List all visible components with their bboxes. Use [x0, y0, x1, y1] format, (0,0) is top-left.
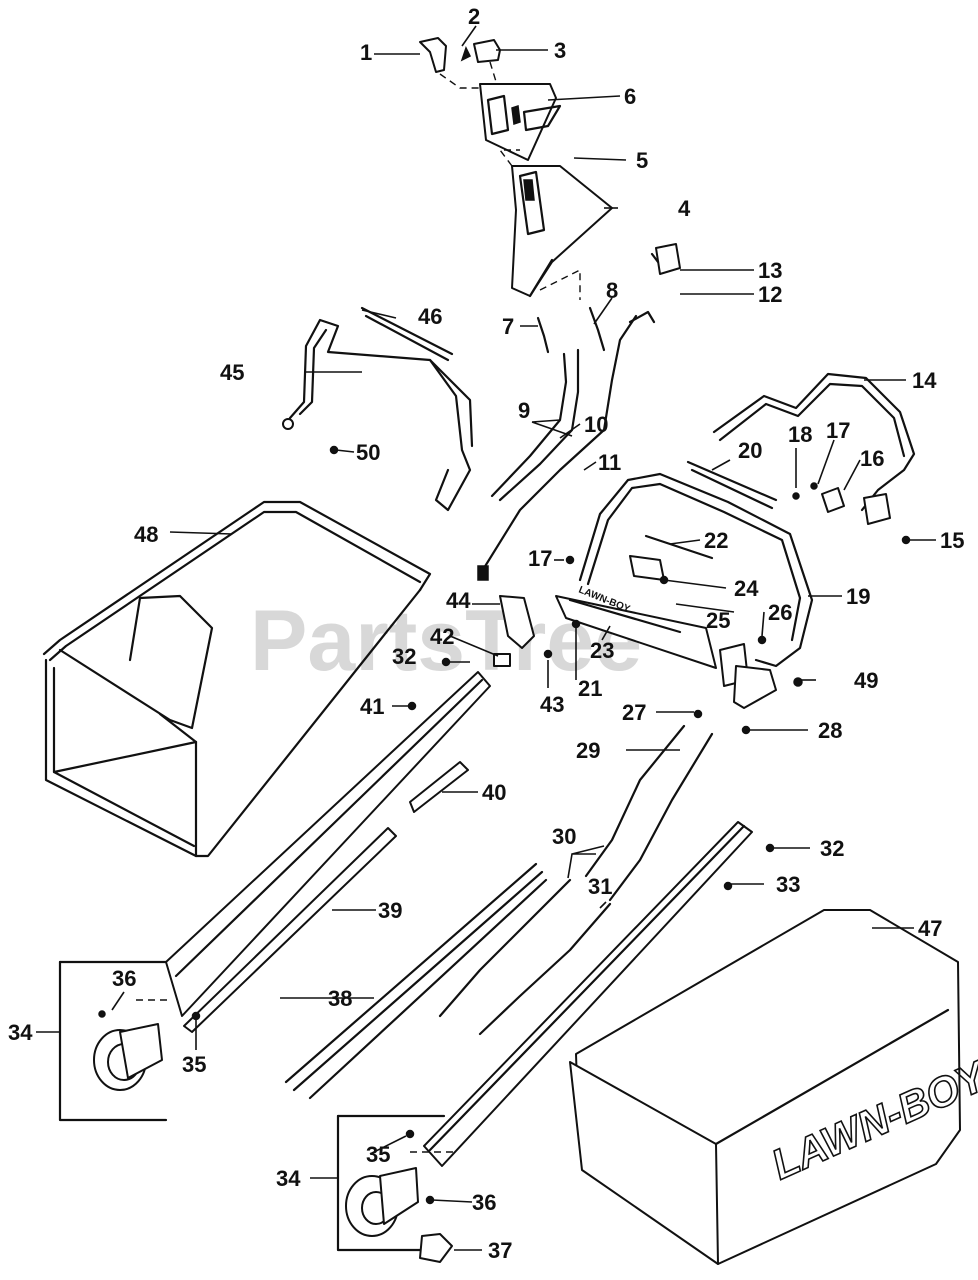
wheel-assembly-left	[58, 960, 170, 1122]
callout-47: 47	[918, 916, 942, 941]
bracket-44	[493, 595, 535, 667]
callout-12: 12	[758, 282, 782, 307]
callout-28: 28	[818, 718, 842, 743]
springs-cables-30	[438, 878, 612, 1036]
lower-handle-right	[578, 472, 814, 668]
bag-frame	[42, 500, 432, 858]
callout-15: 15	[940, 528, 964, 553]
callout-16: 16	[860, 446, 884, 471]
callout-50: 50	[356, 440, 380, 465]
cable-38	[284, 862, 548, 1100]
callout-32-right: 32	[820, 836, 844, 861]
callout-35-left: 35	[182, 1052, 206, 1077]
callout-5: 5	[636, 148, 648, 173]
upper-handle-left	[282, 318, 474, 512]
callout-4: 4	[678, 196, 691, 221]
wheel-assembly-right	[336, 1114, 454, 1263]
callout-21: 21	[578, 676, 602, 701]
right-lower-bar	[423, 821, 753, 1167]
callout-3: 3	[554, 38, 566, 63]
callout-6: 6	[624, 84, 636, 109]
callout-19: 19	[846, 584, 870, 609]
grass-bag: LAWN-BOY	[569, 909, 978, 1265]
callout-33: 33	[776, 872, 800, 897]
callout-24: 24	[734, 576, 759, 601]
callout-36-left: 36	[112, 966, 136, 991]
hardware	[98, 445, 911, 1205]
bracket-assembly: LAWN-BOY	[555, 555, 777, 709]
callout-49: 49	[854, 668, 878, 693]
callout-43: 43	[540, 692, 564, 717]
callout-36-right: 36	[472, 1190, 496, 1215]
callout-22: 22	[704, 528, 728, 553]
callout-32-left: 32	[392, 644, 416, 669]
control-cables	[477, 306, 656, 581]
callout-37: 37	[488, 1238, 512, 1263]
control-levers	[419, 37, 501, 89]
callout-9: 9	[518, 398, 530, 423]
callout-35-right: 35	[366, 1142, 390, 1167]
callout-46: 46	[418, 304, 442, 329]
callout-26: 26	[768, 600, 792, 625]
upper-cover-plate	[479, 83, 562, 161]
callout-40: 40	[482, 780, 506, 805]
callout-39: 39	[378, 898, 402, 923]
callout-44: 44	[446, 588, 471, 613]
callout-25: 25	[706, 608, 730, 633]
callout-48: 48	[134, 522, 158, 547]
callout-34-left: 34	[8, 1020, 33, 1045]
callout-13: 13	[758, 258, 782, 283]
callout-23: 23	[590, 638, 614, 663]
upper-handle-right	[712, 372, 916, 525]
control-housing	[498, 149, 613, 300]
callout-41: 41	[360, 694, 384, 719]
knob-16	[821, 487, 845, 513]
callout-31: 31	[588, 874, 612, 899]
callout-14: 14	[912, 368, 937, 393]
callout-7: 7	[502, 314, 514, 339]
leader-lines	[36, 25, 936, 1251]
callout-1: 1	[360, 40, 372, 65]
callout-18: 18	[788, 422, 812, 447]
callout-11: 11	[598, 450, 621, 475]
callout-8: 8	[606, 278, 618, 303]
left-lower-bar	[165, 671, 491, 1033]
callout-17-left: 17	[528, 546, 552, 571]
callout-29: 29	[576, 738, 600, 763]
callout-30: 30	[552, 824, 576, 849]
callout-17-top: 17	[826, 418, 850, 443]
callout-38: 38	[328, 986, 352, 1011]
tie-rods	[584, 724, 714, 902]
strip-20-22	[644, 460, 778, 560]
callout-10: 10	[584, 412, 608, 437]
switch-part	[650, 243, 681, 275]
callout-2: 2	[468, 4, 480, 29]
callout-45: 45	[220, 360, 244, 385]
callout-labels: 1 2 3 4 5 6 7 8 9 10 11 12 13 14 15 16 1…	[8, 4, 964, 1263]
callout-20: 20	[738, 438, 762, 463]
handle-strip-46	[360, 306, 454, 362]
callout-34-right: 34	[276, 1166, 301, 1191]
callout-42: 42	[430, 624, 454, 649]
callout-27: 27	[622, 700, 646, 725]
